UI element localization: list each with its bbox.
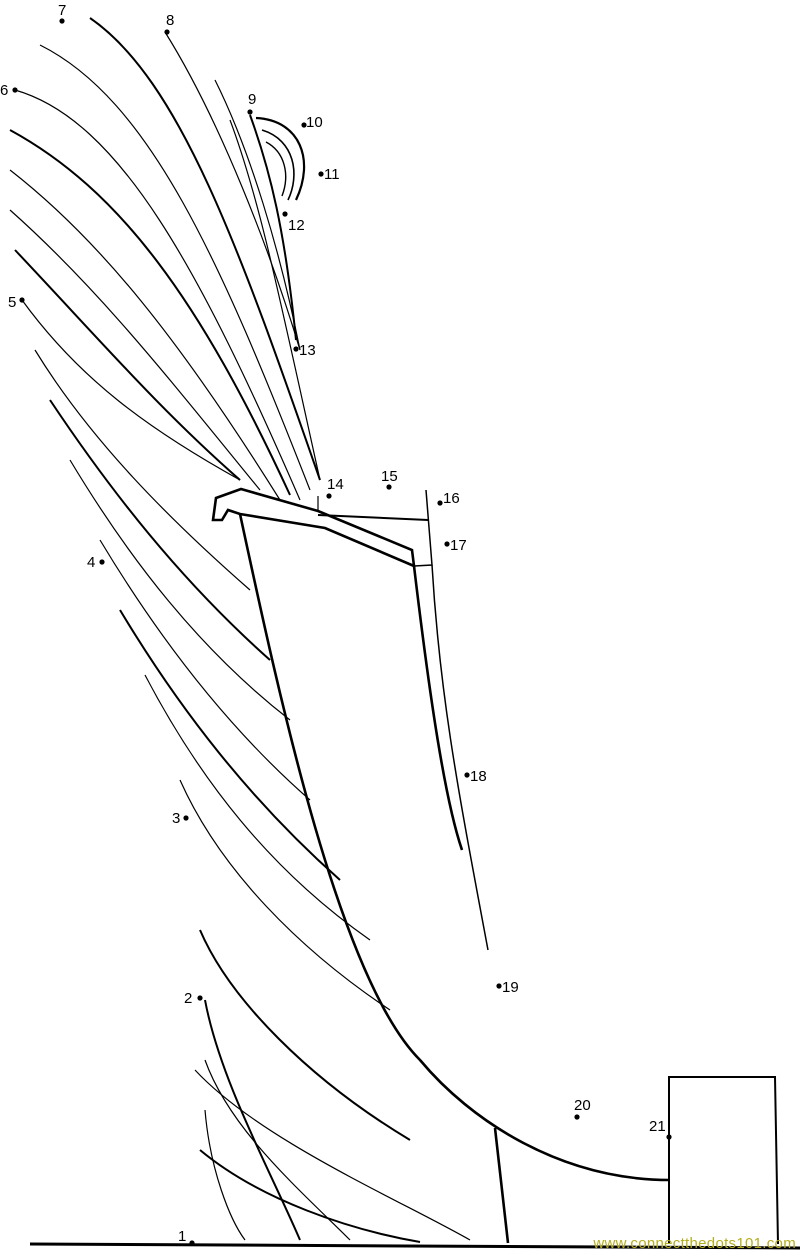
dot-label: 13: [299, 342, 316, 359]
slope-stripe: [69, 459, 291, 721]
slope-stripe: [9, 169, 281, 501]
dot-18: [464, 772, 470, 778]
slope-stripe: [204, 1109, 246, 1241]
slope-stripe: [34, 349, 251, 591]
dot-21: [666, 1134, 672, 1140]
dot-label: 20: [574, 1097, 591, 1114]
slope-stripe: [14, 89, 301, 501]
dot-label: 4: [87, 554, 95, 571]
slope-stripe: [89, 17, 321, 481]
dot-label: 11: [324, 166, 340, 183]
slope-stripe: [164, 31, 301, 351]
dot-19: [496, 983, 502, 989]
slope-stripe: [204, 999, 301, 1241]
dot-11: [318, 171, 324, 177]
dot-5: [19, 297, 25, 303]
dot-1: [189, 1240, 195, 1246]
dot-14: [326, 493, 332, 499]
dot-16: [437, 500, 443, 506]
slope-stripe: [229, 119, 321, 481]
dot-label: 14: [327, 476, 344, 493]
dot-label: 21: [649, 1118, 666, 1135]
dot-20: [574, 1114, 580, 1120]
slope-stripe: [99, 539, 311, 801]
dot-3: [183, 815, 189, 821]
slope-stripe: [49, 399, 271, 661]
slope-stripe: [179, 779, 391, 1011]
slope-stripe: [249, 114, 297, 341]
dot-15: [386, 484, 392, 490]
slope-stripe: [199, 1149, 421, 1243]
tower-line: [412, 565, 464, 851]
tower-edge: [413, 489, 433, 567]
dot-9: [247, 109, 253, 115]
ski-jump-structure: [29, 487, 800, 1250]
dot-label: 17: [450, 537, 467, 554]
curved-top-marks: [255, 116, 306, 201]
pillar: [493, 1127, 510, 1244]
box: [668, 1076, 779, 1245]
dot-label: 6: [0, 82, 8, 99]
dot-4: [99, 559, 105, 565]
slope-stripe: [194, 1069, 471, 1241]
dot-10: [301, 122, 307, 128]
striped-slope-lines: [9, 17, 471, 1243]
dot-2: [197, 995, 203, 1001]
dot-7: [59, 18, 65, 24]
dot-label: 3: [172, 810, 180, 827]
watermark: www.connectthedots101.com: [593, 1235, 796, 1252]
dot-label: 7: [58, 2, 66, 19]
rail: [317, 514, 429, 521]
dot-label: 15: [381, 468, 398, 485]
slope-stripe: [144, 674, 371, 941]
slope-stripe: [204, 1059, 351, 1241]
dot-12: [282, 211, 288, 217]
dot-17: [444, 541, 450, 547]
dot-label: 16: [443, 490, 460, 507]
dot-6: [12, 87, 18, 93]
ground-line: [29, 1242, 800, 1250]
slope-stripe: [21, 299, 241, 481]
slope-stripe: [14, 249, 241, 481]
slope-stripe: [199, 929, 411, 1141]
slope-stripe: [119, 609, 341, 881]
dot-8: [164, 29, 170, 35]
slope-stripe: [9, 209, 261, 491]
dot-label: 8: [166, 12, 174, 29]
dot-label: 19: [502, 979, 519, 996]
dot-label: 2: [184, 990, 192, 1007]
slope-stripe: [39, 44, 311, 491]
dot-label: 10: [306, 114, 323, 131]
tower-line-2: [431, 564, 489, 951]
dot-label: 5: [8, 294, 16, 311]
slope-stripe: [9, 129, 291, 496]
ramp-curve: [238, 513, 671, 1182]
dot-label: 9: [248, 91, 256, 108]
dot-13: [293, 346, 299, 352]
dot-label: 12: [288, 217, 305, 234]
dot-label: 1: [178, 1228, 186, 1245]
dot-label: 18: [470, 768, 487, 785]
slope-stripe: [214, 79, 301, 351]
